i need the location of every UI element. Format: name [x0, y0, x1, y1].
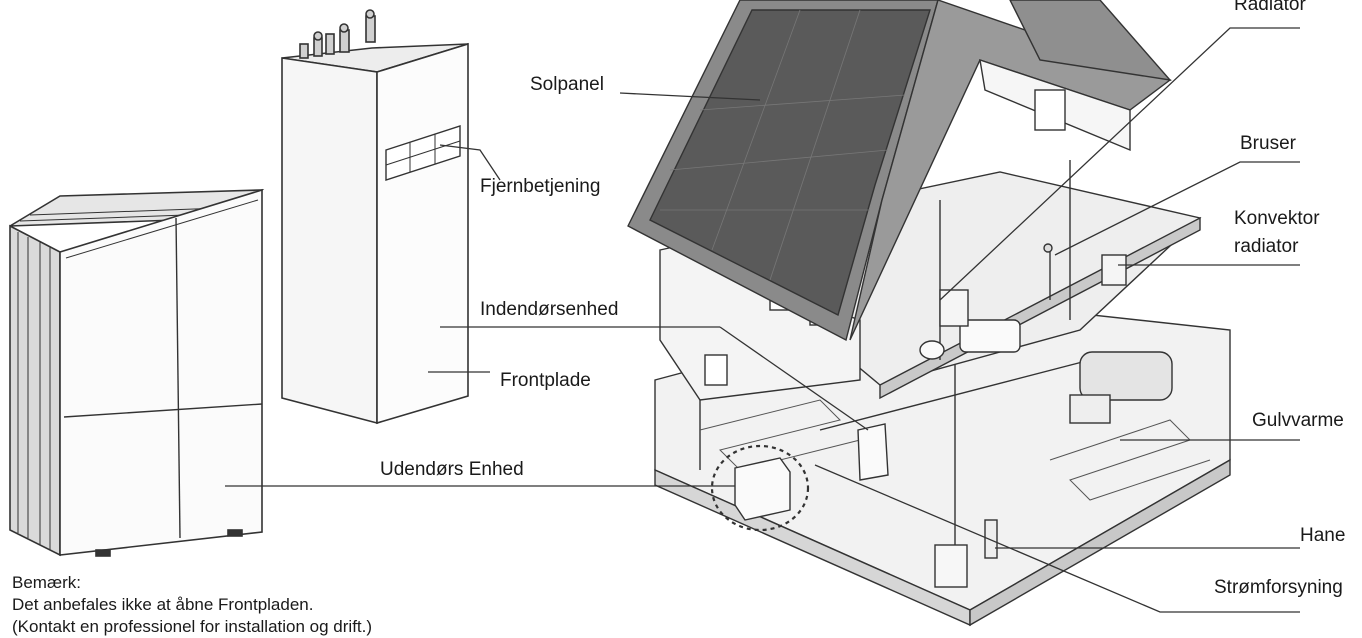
- note-line-2: (Kontakt en professionel for installatio…: [12, 617, 373, 636]
- label-bruser: Bruser: [1240, 133, 1296, 154]
- note-heading: Bemærk:: [12, 573, 81, 592]
- label-indendorsenhed: Indendørsenhed: [480, 299, 619, 320]
- label-konvektor-line2: radiator: [1234, 236, 1299, 257]
- indoor-unit: [281, 9, 469, 425]
- outdoor-unit: [9, 188, 265, 557]
- note-line-1: Det anbefales ikke at åbne Frontpladen.: [12, 595, 314, 614]
- leader-lines: [225, 27, 1300, 613]
- label-fjernbetjening: Fjernbetjening: [480, 176, 601, 197]
- label-udendors-enhed: Udendørs Enhed: [380, 459, 524, 480]
- note-block: Bemærk: Det anbefales ikke at åbne Front…: [12, 572, 372, 638]
- label-radiator: Radiator: [1234, 0, 1306, 15]
- label-konvektor-line1: Konvektor: [1234, 208, 1320, 229]
- label-solpanel: Solpanel: [530, 74, 604, 95]
- house-cutaway: [627, 0, 1231, 627]
- label-gulvvarme: Gulvvarme: [1252, 410, 1344, 431]
- label-stromforsyning: Strømforsyning: [1214, 577, 1343, 598]
- label-hane: Hane: [1300, 525, 1346, 546]
- label-frontplade: Frontplade: [500, 370, 591, 391]
